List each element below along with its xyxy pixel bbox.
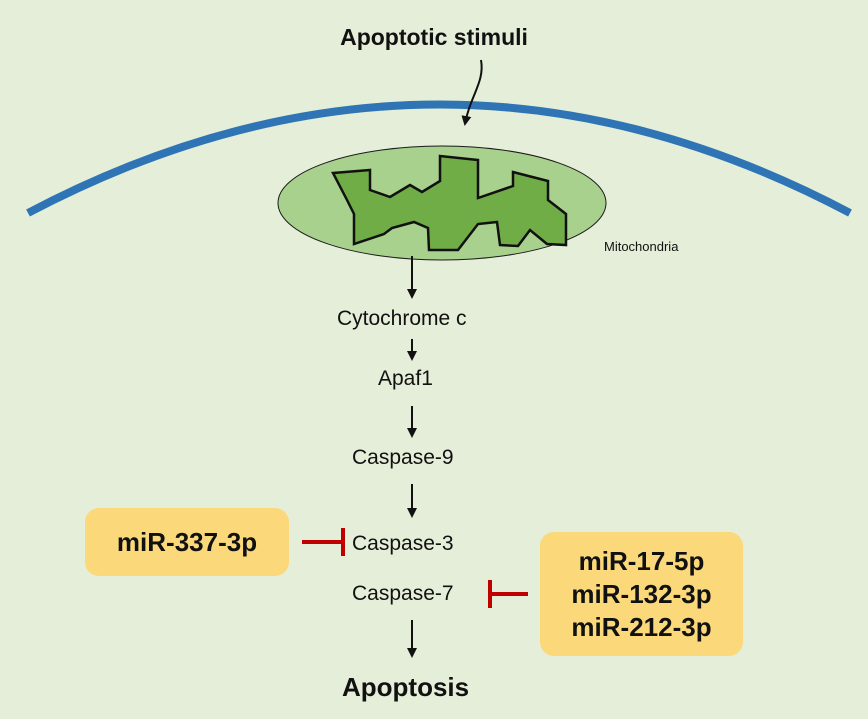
node-caspase-9: Caspase-9 (352, 446, 454, 469)
node-apoptosis: Apoptosis (342, 672, 470, 702)
inhibitor-mirna: miR-337-3p (116, 526, 258, 557)
inhibitor-mirna: miR-212-3p (571, 611, 712, 642)
inhibition-caspase3 (302, 528, 345, 556)
inhibitor-mirna: miR-17-5p (578, 545, 705, 576)
node-caspase-3: Caspase-3 (352, 532, 454, 555)
inhibition-caspase7 (488, 580, 528, 608)
node-caspase-7: Caspase-7 (352, 582, 454, 605)
inhibitor-box-caspase7: miR-17-5p miR-132-3p miR-212-3p (540, 532, 743, 656)
stimulus-arrow (461, 59, 483, 126)
node-cytochrome-c: Cytochrome c (337, 307, 467, 330)
title-apoptotic-stimuli: Apoptotic stimuli (340, 24, 528, 50)
inhibitor-box-caspase3: miR-337-3p (85, 508, 289, 576)
node-apaf1: Apaf1 (378, 367, 433, 390)
inhibitor-mirna: miR-132-3p (571, 578, 712, 609)
mitochondrion (277, 145, 607, 261)
cell-membrane-arc (26, 100, 852, 217)
mitochondria-label: Mitochondria (604, 239, 679, 254)
mitochondrion-cristae (331, 154, 568, 252)
